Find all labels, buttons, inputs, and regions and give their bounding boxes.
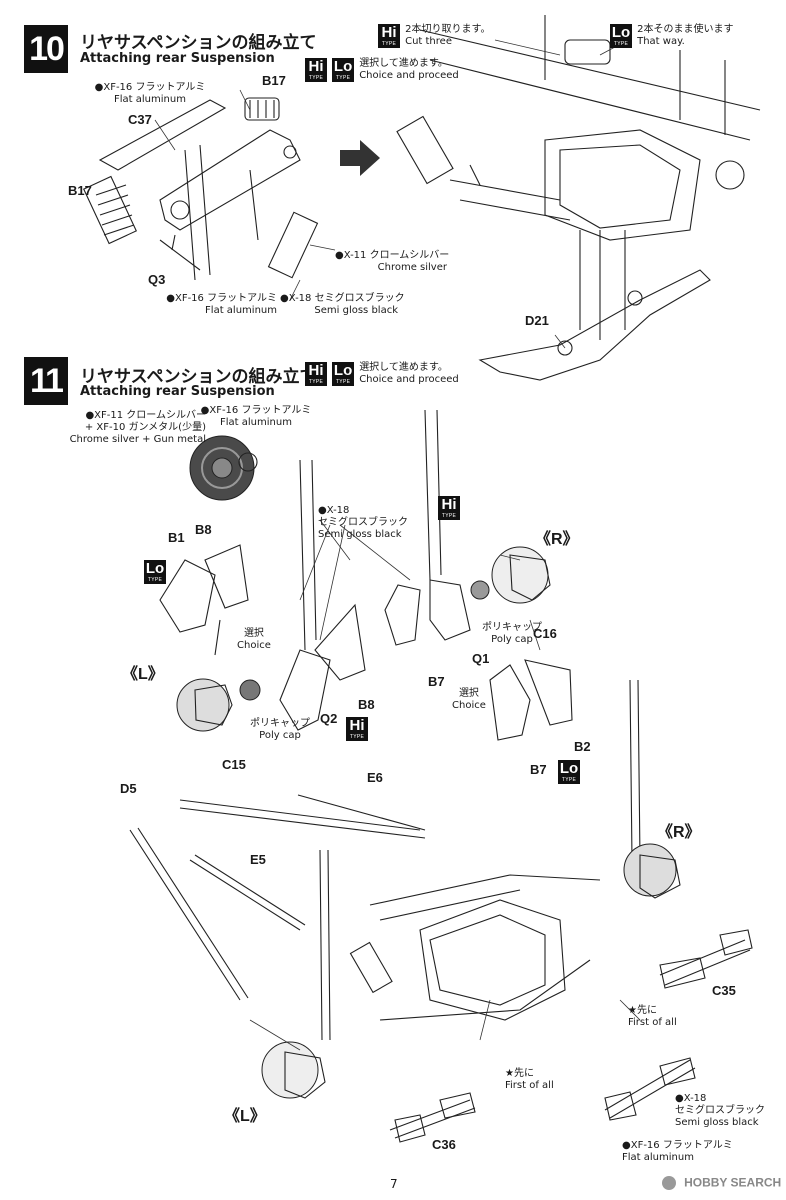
part-b2: B2 — [574, 739, 591, 754]
step11-number: 11 — [24, 357, 68, 405]
leader-lines — [154, 39, 641, 1051]
step11-brake-disc — [189, 435, 258, 501]
step11-upright-lo-left — [159, 544, 249, 656]
step10-shock-top — [244, 97, 280, 121]
step11-hub-left — [176, 678, 261, 732]
part-b8-top: B8 — [195, 522, 212, 537]
part-e6: E6 — [367, 770, 383, 785]
step11-first-of-all-right: ★先に First of all — [628, 1005, 677, 1028]
step11-driveshafts — [389, 929, 753, 1143]
step11-rods — [129, 794, 426, 1001]
watermark-logo-icon — [662, 1175, 676, 1190]
step10-title-en: Attaching rear Suspension — [80, 51, 275, 66]
part-c36: C36 — [432, 1137, 456, 1152]
part-q3: Q3 — [148, 272, 166, 287]
step10-paint-flat-alu-2: ●XF-16 フラットアルミ Flat aluminum — [166, 293, 277, 316]
part-c37: C37 — [128, 112, 152, 127]
step10-number: 10 — [24, 25, 68, 73]
step10-diff-drawing — [396, 15, 761, 381]
part-c35: C35 — [712, 983, 736, 998]
step10-shock-left — [82, 175, 138, 245]
step11-upright-right-top — [384, 409, 490, 646]
step10-shock-right — [267, 211, 319, 279]
step11-upright-lo-right — [489, 659, 573, 741]
step10-arrow — [340, 140, 380, 176]
part-b17-left: B17 — [68, 183, 92, 198]
step11-paint-chrome-gun: ●XF-11 クロームシルバー + XF-10 ガンメタル(少量) Chrome… — [69, 410, 206, 445]
step11-hub-right — [491, 546, 551, 604]
hobby-search-watermark: HOBBY SEARCH — [662, 1172, 781, 1191]
page-number: 7 — [390, 1177, 398, 1191]
step11-upright-center — [279, 459, 366, 731]
step10-paint-semi-gloss: ●X-18 セミグロスブラック Semi gloss black — [280, 293, 405, 316]
step10-title-jp: リヤサスペンションの組み立て — [80, 33, 317, 53]
part-d21: D21 — [525, 313, 549, 328]
side-marker-left-lower: 《L》 — [224, 1108, 266, 1125]
part-c16: C16 — [533, 626, 557, 641]
side-marker-left-upper: 《L》 — [122, 666, 164, 683]
part-d5: D5 — [120, 781, 137, 796]
step10-frame-drawing — [98, 99, 301, 281]
part-b7-upper: B7 — [428, 674, 445, 689]
part-c15: C15 — [222, 757, 246, 772]
side-marker-right-lower: 《R》 — [657, 824, 701, 841]
step10-paint-chrome: ●X-11 クロームシルバー Chrome silver — [335, 250, 450, 273]
step11-paint-semi-gloss-shaft: ●X-18 セミグロスブラック Semi gloss black — [675, 1093, 765, 1128]
step11-paint-semi-gloss: ●X-18 セミグロスブラック Semi gloss black — [318, 505, 408, 540]
step11-paint-flat-alu-shaft: ●XF-16 フラットアルミ Flat aluminum — [622, 1140, 733, 1163]
step11-title-jp: リヤサスペンションの組み立て — [80, 367, 317, 387]
step11-title-en: Attaching rear Suspension — [80, 384, 275, 399]
step11-choice-right: 選択 Choice — [452, 688, 486, 711]
step11-main-assembly — [261, 679, 681, 1099]
part-b7-lower: B7 — [530, 762, 547, 777]
part-q1: Q1 — [472, 651, 490, 666]
part-b1: B1 — [168, 530, 185, 545]
step10-paint-flat-alu-1: ●XF-16 フラットアルミ Flat aluminum — [94, 82, 206, 105]
part-b8-bottom: B8 — [358, 697, 375, 712]
step11-paint-flat-alu: ●XF-16 フラットアルミ Flat aluminum — [200, 405, 312, 428]
step11-first-of-all-left: ★先に First of all — [505, 1068, 554, 1091]
step11-polycap-right: ポリキャップ Poly cap — [482, 622, 542, 645]
part-b17-top: B17 — [262, 73, 286, 88]
step11-choice-left: 選択 Choice — [237, 628, 271, 651]
step11-polycap-left: ポリキャップ Poly cap — [250, 718, 310, 741]
part-e5: E5 — [250, 852, 266, 867]
part-q2: Q2 — [320, 711, 338, 726]
side-marker-right-upper: 《R》 — [535, 531, 579, 548]
